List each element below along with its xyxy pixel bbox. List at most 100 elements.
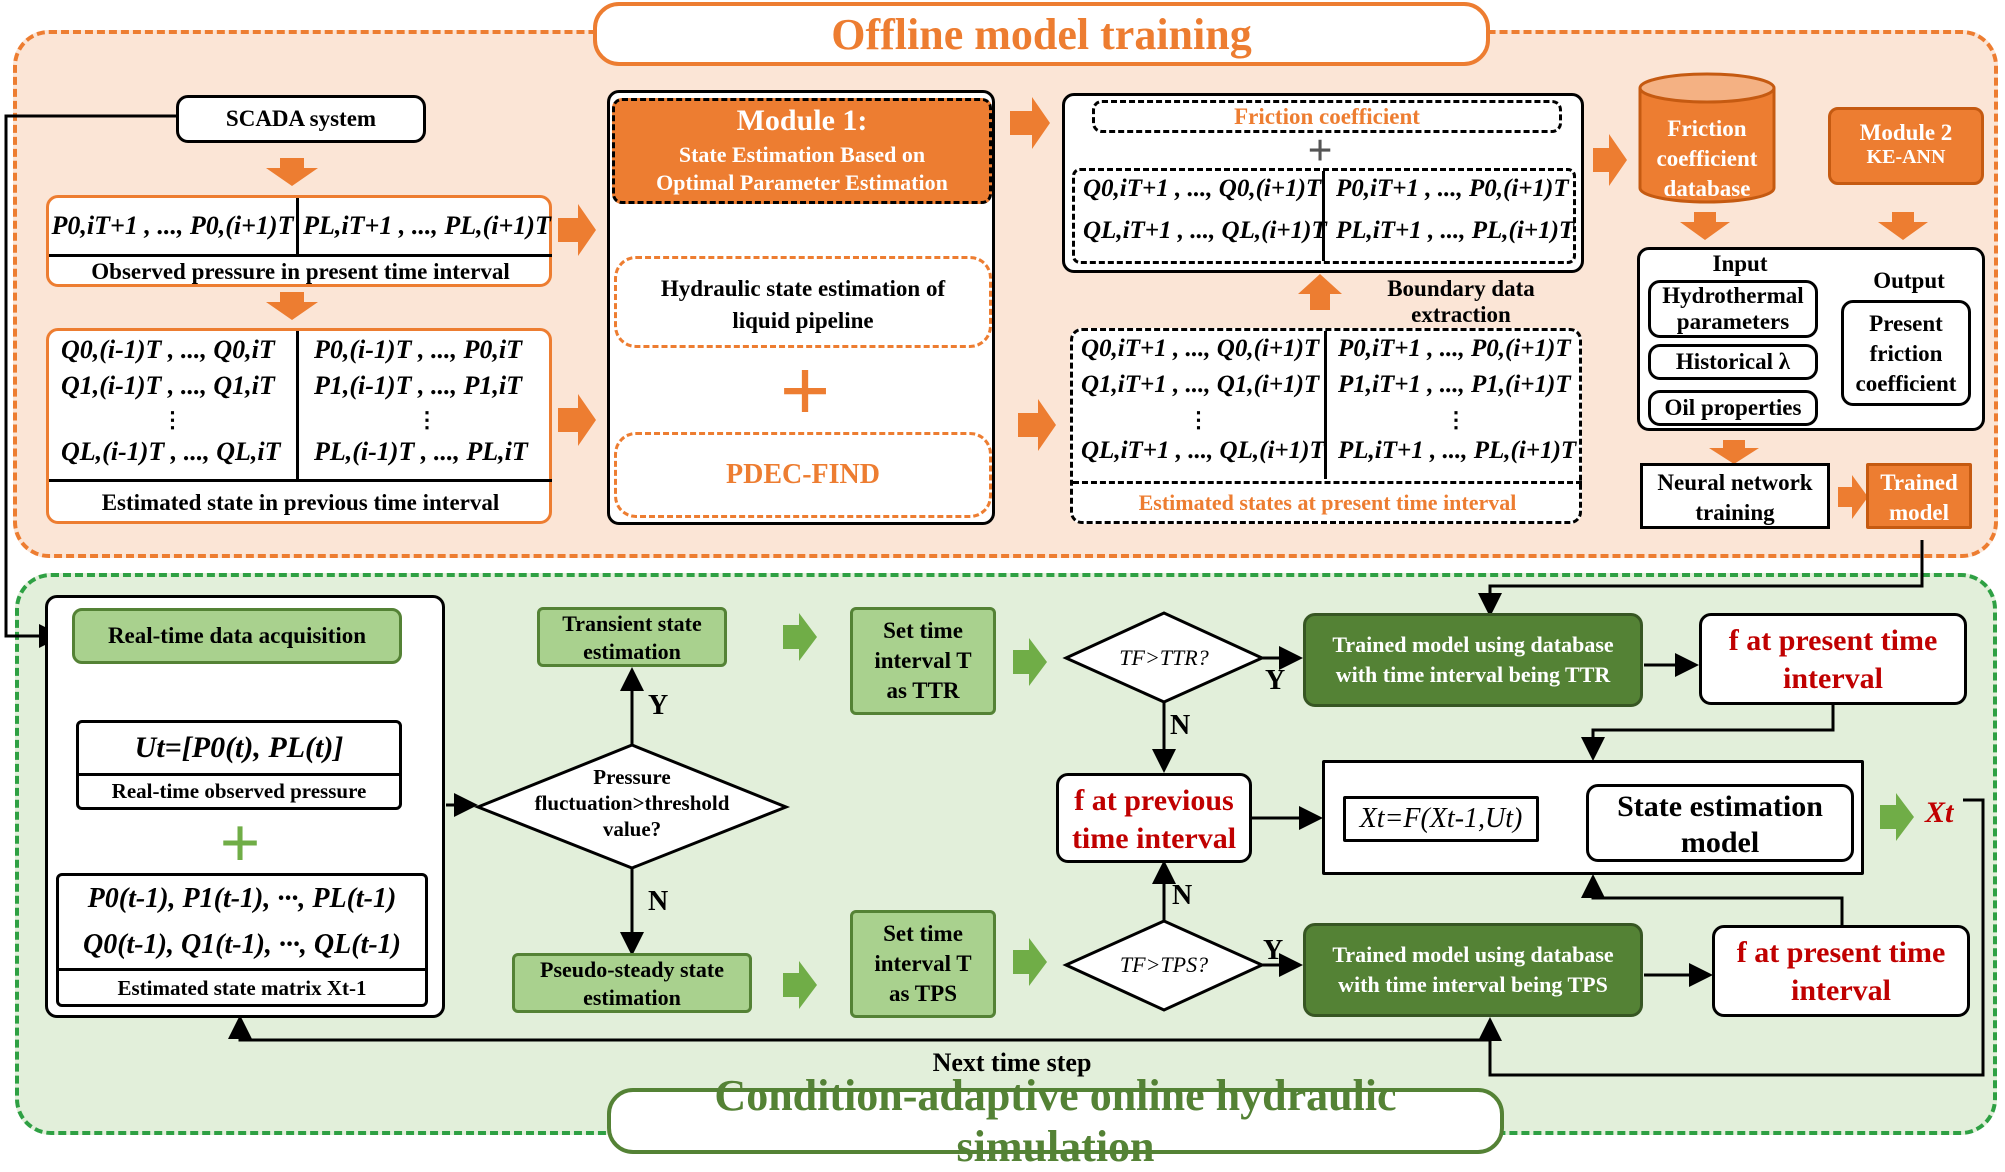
yes-label-tr: Y (1265, 665, 1286, 696)
state-equation-box: Xt=F(Xt-1,Ut) (1343, 796, 1539, 842)
f-present-ps-line1: f at present time (1736, 936, 1946, 969)
f-prev-line2: time interval (1071, 822, 1237, 855)
ann-output-label: Output (1873, 268, 1945, 293)
hydro-line2: parameters (1676, 309, 1790, 334)
no-label-tr: N (1170, 710, 1191, 741)
right-arrow (1010, 97, 1050, 149)
ft-r1: P0,iT+1 , ..., P0,(i+1)T (1336, 175, 1569, 202)
pseudo-line2: estimation (583, 985, 681, 1010)
boundary-line2: extraction (1411, 302, 1511, 327)
previous-state-box: Q0,(i-1)T , ..., Q0,iT Q1,(i-1)T , ..., … (46, 328, 552, 524)
module2-line2: KE-ANN (1866, 146, 1946, 168)
scada-label: SCADA system (225, 106, 377, 131)
f-present-ps-line2: interval (1791, 974, 1891, 1007)
offline-title: Offline model training (593, 2, 1490, 66)
nn-line2: training (1695, 500, 1775, 525)
hydraulic-line2: liquid pipeline (732, 308, 874, 333)
pdec-find-label: PDEC-FIND (726, 459, 880, 490)
hydro-line1: Hydrothermal (1662, 283, 1804, 308)
matrix-label: Estimated state matrix Xt-1 (59, 968, 425, 1005)
ep-label: Estimated states at present time interva… (1138, 489, 1517, 515)
prev-r1: P0,(i-1)T , ..., P0,iT (314, 335, 522, 364)
module1-line2: Optimal Parameter Estimation (656, 170, 948, 195)
db-line3: database (1663, 176, 1751, 201)
hydrothermal-box: Hydrothermal parameters (1648, 280, 1818, 338)
f-present-tr-line1: f at present time (1728, 624, 1938, 657)
realtime-acq-label: Real-time data acquisition (107, 623, 367, 648)
trained-tr-box: Trained model using database with time i… (1303, 613, 1643, 707)
no-label-ps: N (1172, 880, 1193, 911)
state-model-box: State estimation model (1586, 784, 1854, 862)
present-line2: friction (1869, 341, 1943, 366)
transient-line2: estimation (583, 639, 681, 664)
set-interval-tr-box: Set time interval T as TTR (850, 607, 996, 715)
pseudo-line1: Pseudo-steady state (540, 957, 724, 982)
prev-r3: PL,(i-1)T , ..., PL,iT (314, 437, 528, 466)
ep-l3: QL,iT+1 , ..., QL,(i+1)T (1081, 437, 1325, 464)
ft-r2: PL,iT+1 , ..., PL,(i+1)T (1336, 217, 1575, 244)
trained-line1: Trained (1880, 470, 1958, 495)
next-time-step-label: Next time step (932, 1048, 1092, 1077)
nn-training-box: Neural network training (1640, 463, 1830, 529)
boundary-line1: Boundary data (1387, 276, 1535, 301)
ann-input-label: Input (1712, 251, 1768, 276)
rt-obs-label: Real-time observed pressure (111, 779, 367, 803)
trained-tr-line1: Trained model using database (1332, 632, 1614, 657)
matrix-row2: Q0(t-1), Q1(t-1), ···, QL(t-1) (82, 929, 402, 960)
trained-tr-line2: with time interval being TTR (1335, 662, 1611, 687)
f-prev-line1: f at previous (1074, 784, 1234, 817)
module1-box: Module 1: State Estimation Based on Opti… (612, 98, 992, 204)
present-line3: coefficient (1855, 371, 1957, 396)
ut-box: Ut=[P0(t), PL(t)] Real-time observed pre… (76, 720, 402, 810)
nn-line1: Neural network (1657, 470, 1813, 495)
prev-l3: QL,(i-1)T , ..., QL,iT (61, 437, 281, 466)
right-arrow (1013, 938, 1047, 986)
right-arrow (1593, 134, 1627, 186)
f-present-tr-line2: interval (1783, 662, 1883, 695)
ft-l1: Q0,iT+1 , ..., Q0,(i+1)T (1083, 175, 1322, 202)
ut-equation: Ut=[P0(t), PL(t)] (134, 731, 344, 764)
module1-line1: State Estimation Based on (678, 142, 926, 167)
friction-coeff-label-box: Friction coefficient (1092, 100, 1562, 133)
realtime-acq-box: Real-time data acquisition (72, 608, 402, 664)
transient-box: Transient state estimation (537, 607, 727, 667)
state-model-line2: model (1680, 826, 1760, 859)
trained-ps-box: Trained model using database with time i… (1303, 923, 1643, 1017)
hydraulic-estimation-box: Hydraulic state estimation of liquid pip… (614, 256, 992, 348)
decision-line2: fluctuation>threshold (534, 791, 730, 815)
f-previous-box: f at previous time interval (1056, 773, 1252, 863)
historical-label: Historical λ (1675, 349, 1791, 374)
obs-right: PL,iT+1 , ..., PL,(i+1)T (303, 211, 551, 240)
prev-label: Estimated state in previous time interva… (101, 489, 500, 515)
state-equation: Xt=F(Xt-1,Ut) (1359, 803, 1523, 834)
scada-box: SCADA system (176, 95, 426, 143)
prev-r2: P1,(i-1)T , ..., P1,iT (314, 371, 522, 400)
prev-l1: Q0,(i-1)T , ..., Q0,iT (61, 335, 275, 364)
yes-label-ps: Y (1263, 935, 1284, 966)
ep-r3: PL,iT+1 , ..., PL,(i+1)T (1338, 437, 1577, 464)
observed-pressure-box: P0,iT+1 , ..., P0,(i+1)T PL,iT+1 , ..., … (46, 195, 552, 287)
present-friction-box: Present friction coefficient (1841, 300, 1971, 406)
online-plus: + (219, 803, 261, 883)
set-ps-line3: as TPS (889, 981, 957, 1006)
ft-l2: QL,iT+1 , ..., QL,(i+1)T (1083, 217, 1327, 244)
set-ps-line1: Set time (883, 921, 963, 946)
f-present-tr-box: f at present time interval (1699, 613, 1967, 705)
down-arrow (266, 158, 318, 186)
yes-label-decision: Y (648, 690, 669, 721)
decision-diamond-ps (1062, 919, 1266, 1012)
decision-diamond (473, 743, 791, 870)
no-label-decision: N (648, 886, 669, 917)
ep-vdots: ⋮ (1187, 407, 1210, 432)
decision-diamond-tr (1062, 611, 1266, 704)
present-line1: Present (1869, 311, 1943, 336)
module1-title: Module 1: (736, 104, 868, 137)
decision-line3: value? (602, 817, 662, 841)
friction-plus: + (1307, 125, 1333, 175)
ep-l2: Q1,iT+1 , ..., Q1,(i+1)T (1081, 371, 1320, 398)
db-line1: Friction (1667, 116, 1747, 141)
down-arrow (1680, 212, 1730, 240)
